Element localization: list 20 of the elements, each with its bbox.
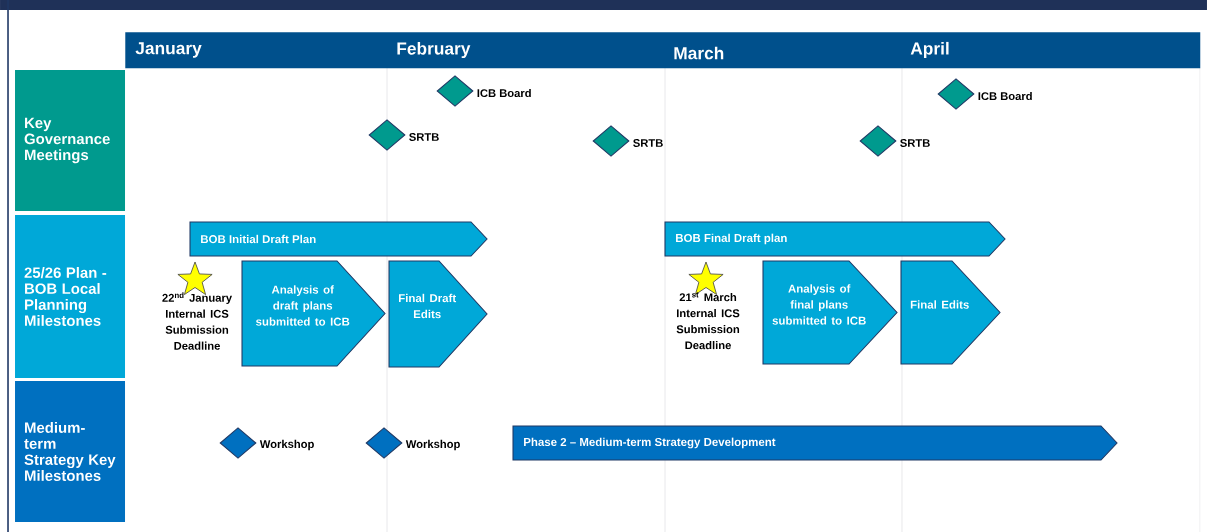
milestone-label: Workshop [405, 439, 460, 451]
row-header: Key Governance Meetings [15, 70, 125, 211]
milestone-label: SRTB [633, 139, 663, 147]
chevron-step: Analysis of final plans submitted to ICB [762, 260, 898, 365]
milestone-label: SRTB [900, 139, 930, 147]
month-label: January [135, 42, 202, 58]
deadline-label: 22$^{nd}$ January Internal ICS Submission Deadline [162, 292, 232, 350]
month-label: April [910, 41, 949, 59]
milestone-label: ICB Board [978, 91, 1032, 101]
row-header: Medium-term Strategy Key Milestones [15, 381, 125, 522]
milestone-label: ICB Board [477, 88, 531, 98]
month-label: February [397, 41, 471, 59]
month-label: March [674, 46, 724, 60]
chevron-step: Analysis of draft plans submitted to ICB [241, 260, 386, 367]
chevron-step: Final Edits [900, 260, 1001, 365]
row-header: 25/26 Plan - BOB Local Planning Milestones [15, 215, 125, 378]
milestone-label: Workshop [259, 439, 314, 451]
milestone-label: SRTB [409, 133, 439, 141]
deadline-label: 21$^{st}$ March Internal ICS Submission Deadline [676, 292, 740, 350]
chevron-step: Final Draft Edits [388, 260, 488, 368]
